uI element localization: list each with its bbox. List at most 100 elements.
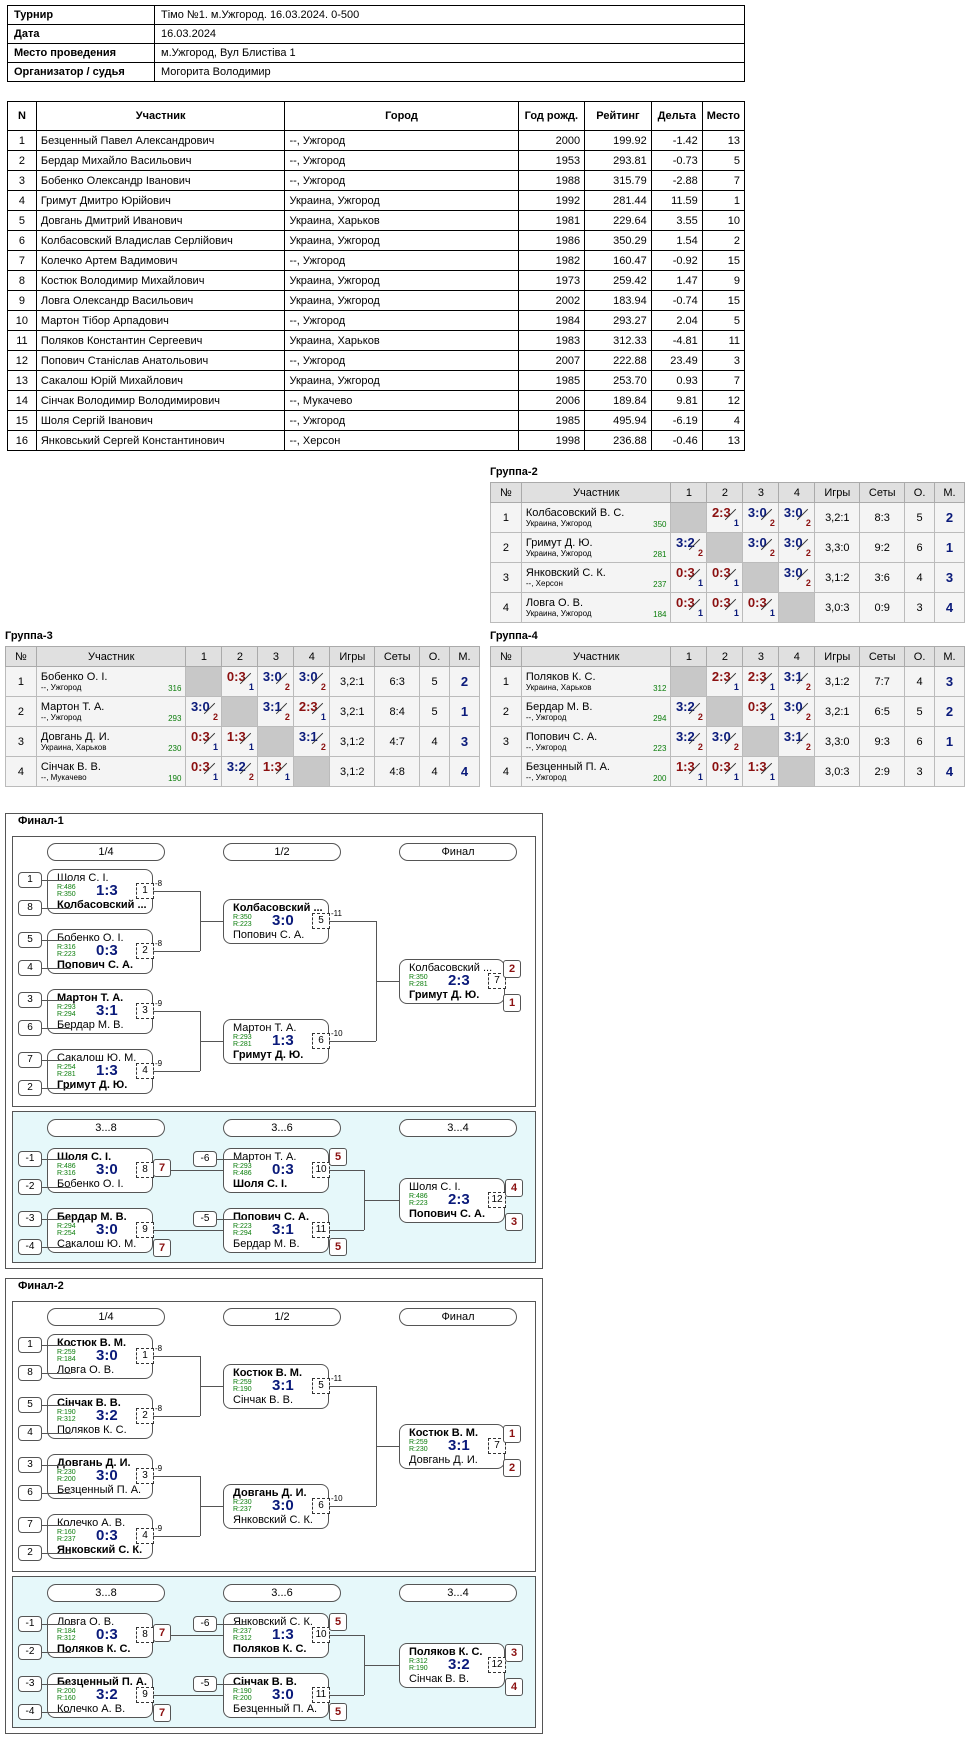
table-cell: Сінчак Володимир Володимирович <box>35 390 286 411</box>
table-cell: 3 <box>701 350 746 371</box>
player-2-rating: R:230 <box>409 1446 428 1453</box>
table-cell: 13 <box>7 370 37 391</box>
score-points: 2 <box>805 682 811 692</box>
table-cell: 23.49 <box>650 350 703 371</box>
bracket-line <box>200 1041 223 1042</box>
player-2-name: Безценный П. А. <box>57 1484 142 1496</box>
sets-cell: 8:4 <box>374 696 421 727</box>
score-points: 2 <box>697 742 703 752</box>
bracket-line <box>329 1230 364 1231</box>
round-label: 3...4 <box>399 1119 517 1137</box>
table-cell: 1.54 <box>650 230 703 251</box>
table-cell: 1973 <box>517 270 586 291</box>
row-number: 3 <box>490 726 522 757</box>
round-label: Финал <box>399 1308 517 1326</box>
row-number: 4 <box>5 756 37 787</box>
table-cell: 2.04 <box>650 310 703 331</box>
info-key: Место проведения <box>7 43 155 63</box>
column-header: Город <box>284 101 519 131</box>
player-city: Украина, Ужгород <box>525 549 592 558</box>
player-2-rating: R:281 <box>409 981 428 988</box>
bracket-line <box>217 1159 247 1160</box>
table-cell: 13 <box>701 430 746 451</box>
player-city: --, Ужгород <box>40 683 82 692</box>
column-header: Место <box>701 101 746 131</box>
loser-destination: -11 <box>331 909 342 918</box>
table-cell: -0.46 <box>650 430 703 451</box>
match-number: 12 <box>488 1192 506 1208</box>
score-value: 1:3 <box>747 759 767 774</box>
final-place: 4 <box>505 1179 523 1197</box>
seed-number: 8 <box>18 1365 42 1381</box>
group-column-header: № <box>490 482 522 503</box>
match-number: 10 <box>312 1162 330 1178</box>
place-cell: 2 <box>449 666 480 697</box>
seed-number: -1 <box>18 1151 42 1167</box>
player-rating: 237 <box>653 580 667 589</box>
bracket-line <box>42 1624 71 1625</box>
player-1-name: Сінчак В. В. <box>57 1397 121 1409</box>
points-cell: 5 <box>419 666 451 697</box>
points-cell: 3 <box>904 756 936 787</box>
score-value: 3:0 <box>783 535 803 550</box>
score-points: 2 <box>733 742 739 752</box>
score-value: 0:3 <box>226 669 246 684</box>
table-cell: 12 <box>701 390 746 411</box>
seed-number: -1 <box>18 1616 42 1632</box>
player-2-name: Сакалош Ю. М. <box>57 1238 137 1250</box>
seed-number: 5 <box>18 932 42 948</box>
score-value: 2:3 <box>711 669 731 684</box>
group-column-header: Участник <box>520 646 672 667</box>
group-column-header: 2 <box>706 646 744 667</box>
bracket-line <box>153 1416 200 1417</box>
player-1-rating: R:259 <box>233 1379 252 1386</box>
match-number: 10 <box>312 1627 330 1643</box>
score-points: 1 <box>212 772 218 782</box>
table-cell: Украина, Ужгород <box>284 370 519 391</box>
bracket-line <box>364 1200 399 1201</box>
table-cell: 10 <box>7 310 37 331</box>
score-points: 1 <box>769 608 775 618</box>
bracket-line <box>153 1170 223 1171</box>
player-2-rating: R:190 <box>233 1386 252 1393</box>
group-column-header: М. <box>934 482 965 503</box>
seed-number: -5 <box>193 1211 217 1227</box>
group-column-header: 1 <box>670 482 708 503</box>
final-place: 5 <box>329 1703 347 1721</box>
table-cell: 2007 <box>517 350 586 371</box>
player-1-name: Бердар М. В. <box>57 1211 127 1223</box>
table-cell: 1953 <box>517 150 586 171</box>
score-points: 2 <box>697 548 703 558</box>
seed-number: 7 <box>18 1052 42 1068</box>
player-2-rating: R:350 <box>57 891 76 898</box>
player-1-rating: R:350 <box>409 974 428 981</box>
score-points: 1 <box>733 772 739 782</box>
table-cell: Гримут Дмитро Юрійович <box>35 190 286 211</box>
seed-number: 3 <box>18 992 42 1008</box>
group-column-header: 3 <box>742 646 780 667</box>
player-2-rating: R:190 <box>409 1665 428 1672</box>
sets-cell: 0:9 <box>859 592 906 623</box>
score-value: 3:1 <box>783 669 803 684</box>
games-cell: 3,2:1 <box>814 696 861 727</box>
table-cell: 9 <box>7 290 37 311</box>
points-cell: 4 <box>419 726 451 757</box>
player-1-name: Мартон Т. А. <box>233 1151 297 1163</box>
place-cell: 2 <box>934 696 965 727</box>
bracket-line <box>329 921 376 922</box>
